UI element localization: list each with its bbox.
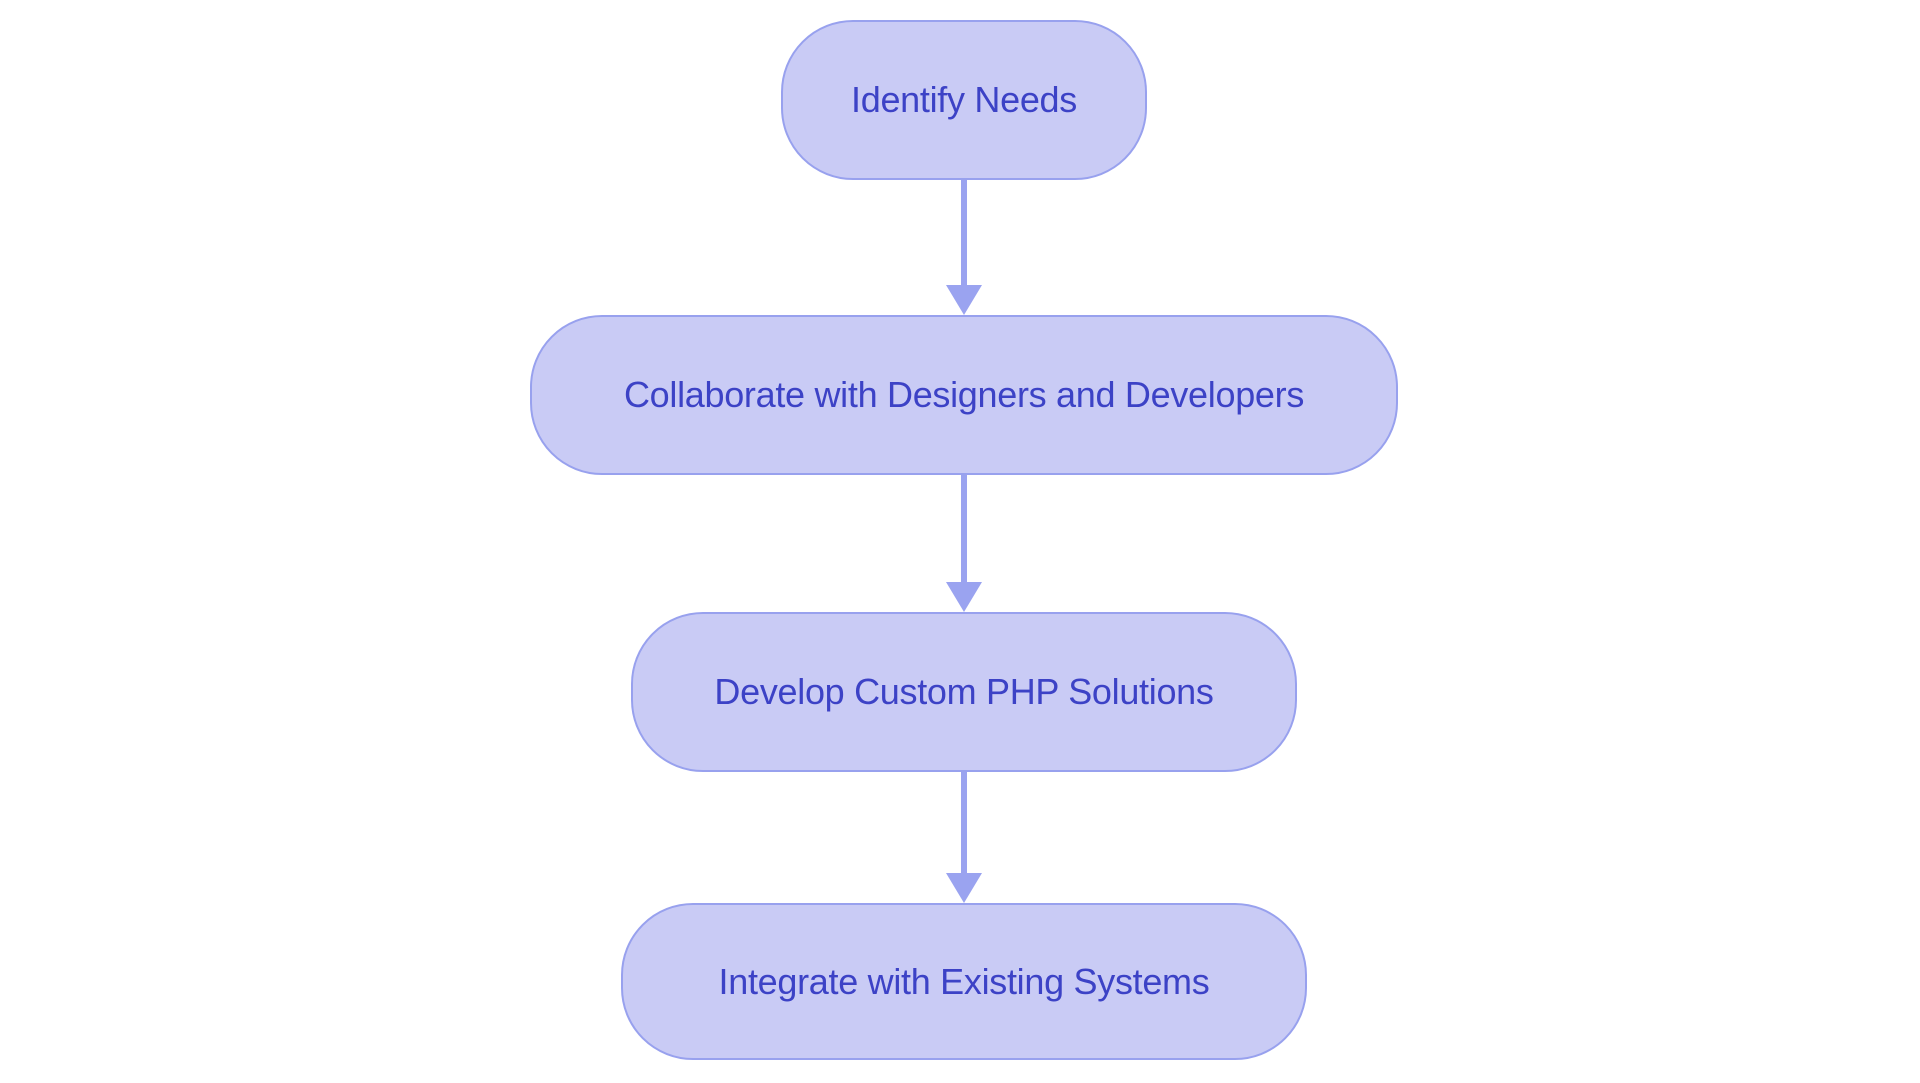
flow-arrow-3	[946, 772, 982, 903]
arrow-shaft	[961, 180, 967, 285]
flow-arrow-2	[946, 475, 982, 612]
flow-arrow-1	[946, 180, 982, 315]
arrow-shaft	[961, 475, 967, 582]
arrow-shaft	[961, 772, 967, 873]
arrow-head-icon	[946, 285, 982, 315]
flow-node-integrate: Integrate with Existing Systems	[621, 903, 1307, 1060]
arrow-head-icon	[946, 582, 982, 612]
flow-node-label: Develop Custom PHP Solutions	[714, 671, 1214, 713]
flow-node-label: Identify Needs	[851, 79, 1077, 121]
flow-node-label: Collaborate with Designers and Developer…	[623, 374, 1305, 416]
arrow-head-icon	[946, 873, 982, 903]
flow-node-identify-needs: Identify Needs	[781, 20, 1147, 180]
flow-node-develop-php: Develop Custom PHP Solutions	[631, 612, 1297, 772]
flow-node-collaborate: Collaborate with Designers and Developer…	[530, 315, 1398, 475]
flow-node-label: Integrate with Existing Systems	[718, 960, 1210, 1002]
